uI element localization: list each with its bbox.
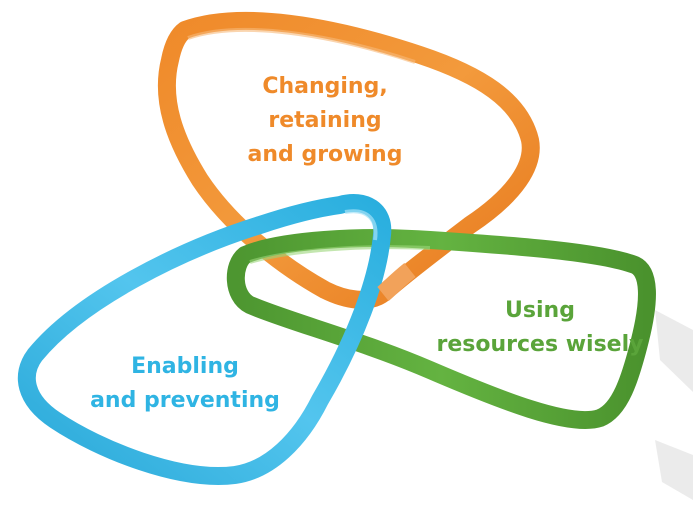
- blue-loop: [17, 194, 392, 485]
- green-label-line-2: resources wisely: [436, 332, 644, 357]
- orange-label-line-3: and growing: [247, 142, 403, 167]
- orange-overlap-segment: [377, 262, 416, 302]
- green-label-line-1: Using: [505, 298, 575, 323]
- blue-label-line-2: and preventing: [90, 388, 280, 413]
- orange-label-line-2: retaining: [268, 108, 382, 133]
- green-loop-label: Using resources wisely: [430, 294, 650, 362]
- orange-loop-label: Changing, retaining and growing: [220, 70, 430, 172]
- green-loop: [226, 229, 656, 430]
- blue-label-line-1: Enabling: [131, 354, 239, 379]
- decorative-shadow: [655, 310, 693, 500]
- orange-label-line-1: Changing,: [262, 74, 388, 99]
- blue-loop-label: Enabling and preventing: [85, 350, 285, 418]
